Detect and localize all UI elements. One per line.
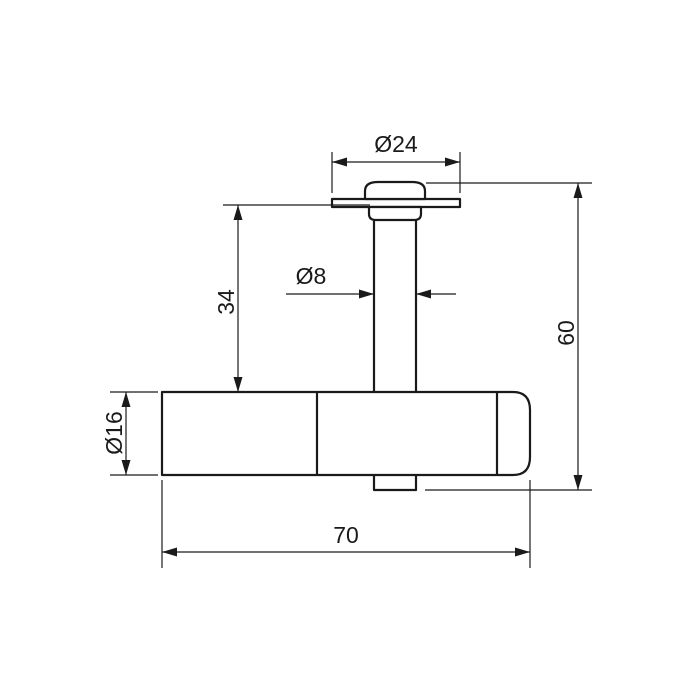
mounting-flange bbox=[330, 197, 462, 209]
cylinder-body bbox=[160, 390, 532, 477]
dimension-flange-diameter bbox=[332, 157, 460, 167]
label-body-length: 70 bbox=[333, 522, 359, 548]
pin-neck bbox=[367, 205, 423, 222]
label-total-height: 60 bbox=[553, 320, 579, 346]
label-pin-length: 34 bbox=[213, 289, 239, 315]
label-pin-diameter: Ø8 bbox=[296, 263, 327, 289]
pin-head-cap bbox=[363, 180, 427, 201]
label-flange-diameter: Ø24 bbox=[374, 131, 418, 157]
dimension-pin-diameter bbox=[286, 289, 456, 299]
label-body-diameter: Ø16 bbox=[101, 411, 127, 454]
dimension-total-height bbox=[573, 183, 583, 490]
part-outline bbox=[160, 180, 532, 492]
extension-lines bbox=[110, 152, 592, 568]
dimension-pin-length bbox=[233, 205, 243, 392]
dimension-body-length bbox=[162, 547, 530, 557]
dimension-body-diameter bbox=[121, 392, 131, 475]
